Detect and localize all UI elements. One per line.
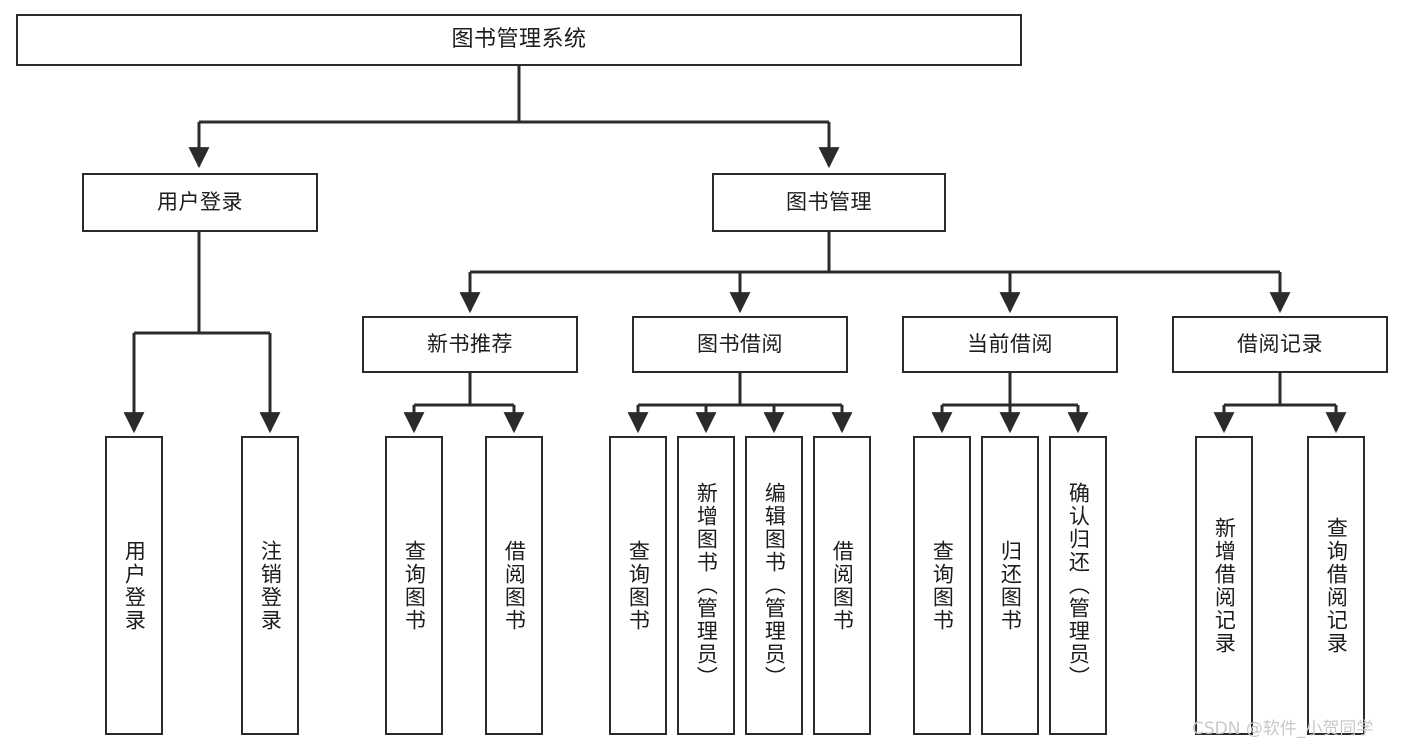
node-label: 用户登录	[157, 189, 243, 214]
node-label: 图书管理系统	[451, 26, 587, 52]
leaf-new-book-2[interactable]: 借阅图书	[485, 436, 543, 735]
node-user-login[interactable]: 用户登录	[82, 173, 318, 232]
node-label: 确认归还（管理员）	[1066, 482, 1091, 689]
node-label: 查询图书	[930, 539, 955, 632]
csdn-watermark: CSDN @软件_小贺同学	[1192, 719, 1374, 739]
node-book-management[interactable]: 图书管理	[712, 173, 946, 232]
node-label: 新增借阅记录	[1212, 516, 1237, 655]
leaf-borrow-record-2[interactable]: 查询借阅记录	[1307, 436, 1365, 735]
node-root-system[interactable]: 图书管理系统	[16, 14, 1022, 66]
node-label: 归还图书	[998, 539, 1023, 632]
node-label: 查询图书	[626, 539, 651, 632]
node-label: 图书管理	[786, 189, 872, 214]
node-label: 借阅图书	[830, 539, 855, 632]
node-current-borrow[interactable]: 当前借阅	[902, 316, 1118, 373]
leaf-current-borrow-2[interactable]: 归还图书	[981, 436, 1039, 735]
node-label: 图书借阅	[697, 331, 783, 356]
node-label: 编辑图书（管理员）	[762, 482, 787, 689]
leaf-current-borrow-1[interactable]: 查询图书	[913, 436, 971, 735]
leaf-book-borrow-2[interactable]: 新增图书（管理员）	[677, 436, 735, 735]
leaf-book-borrow-4[interactable]: 借阅图书	[813, 436, 871, 735]
node-borrow-record[interactable]: 借阅记录	[1172, 316, 1388, 373]
leaf-user-login-2[interactable]: 注销登录	[241, 436, 299, 735]
node-label: 用户登录	[122, 539, 147, 632]
leaf-current-borrow-3[interactable]: 确认归还（管理员）	[1049, 436, 1107, 735]
node-book-borrow[interactable]: 图书借阅	[632, 316, 848, 373]
node-label: 新书推荐	[427, 331, 513, 356]
node-label: 当前借阅	[967, 331, 1053, 356]
leaf-user-login-1[interactable]: 用户登录	[105, 436, 163, 735]
leaf-book-borrow-3[interactable]: 编辑图书（管理员）	[745, 436, 803, 735]
leaf-new-book-1[interactable]: 查询图书	[385, 436, 443, 735]
node-new-book-recommend[interactable]: 新书推荐	[362, 316, 578, 373]
node-label: 注销登录	[258, 539, 283, 632]
node-label: 查询图书	[402, 539, 427, 632]
leaf-borrow-record-1[interactable]: 新增借阅记录	[1195, 436, 1253, 735]
node-label: 借阅记录	[1237, 331, 1323, 356]
node-label: 借阅图书	[502, 539, 527, 632]
leaf-book-borrow-1[interactable]: 查询图书	[609, 436, 667, 735]
node-label: 新增图书（管理员）	[694, 482, 719, 689]
node-label: 查询借阅记录	[1324, 516, 1349, 655]
